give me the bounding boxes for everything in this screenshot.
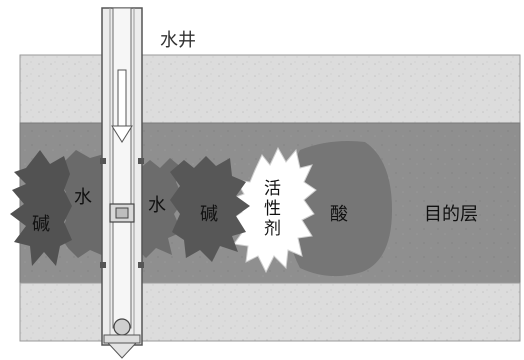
water-zone-right (138, 158, 184, 258)
label-acid: 酸 (330, 204, 348, 225)
label-water-left: 水 (74, 187, 92, 208)
label-alkali-left: 碱 (32, 214, 50, 235)
label-surfactant: 活 性 剂 (264, 179, 286, 239)
tubing (112, 7, 132, 329)
perforation-marker (138, 158, 144, 164)
label-surfactant-line-1: 活 (264, 179, 281, 199)
label-well: 水井 (160, 30, 196, 51)
alkali-zone-right (170, 156, 250, 262)
upper-rock-layer (19, 54, 521, 124)
label-surfactant-line-3: 剂 (264, 219, 281, 239)
label-surfactant-line-2: 性 (264, 199, 281, 219)
bottom-tip (106, 342, 138, 359)
surfactant-zone (227, 146, 317, 274)
perforation-marker (138, 262, 144, 268)
label-water-right: 水 (148, 195, 166, 216)
alkali-zone-left (10, 150, 72, 266)
water-zone-left (58, 150, 104, 258)
flow-arrow-shaft (117, 69, 127, 127)
flow-arrow-head (111, 125, 133, 143)
injector-port (115, 207, 129, 219)
lower-rock-layer (19, 282, 521, 342)
perforation-marker (100, 158, 106, 164)
label-alkali-right: 碱 (200, 204, 218, 225)
perforation-marker (100, 262, 106, 268)
acid-zone (287, 141, 392, 277)
label-target-layer: 目的层 (424, 204, 478, 225)
bottom-ball-valve (113, 318, 131, 336)
bottom-collar (103, 334, 141, 344)
